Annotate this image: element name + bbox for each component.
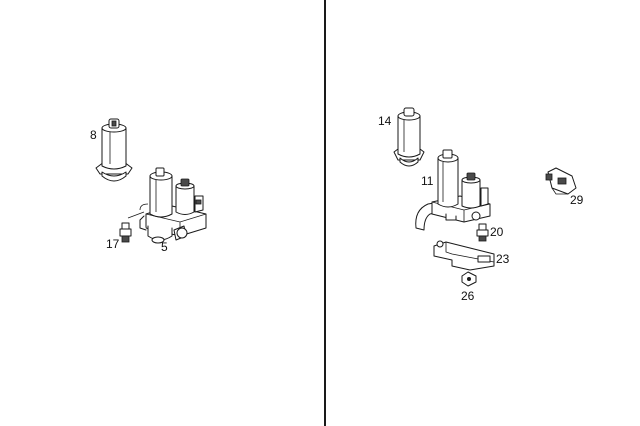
callout-17: 17 [106, 237, 120, 251]
callout-11: 11 [421, 174, 434, 188]
part-8-pump[interactable] [95, 118, 133, 182]
callout-8: 8 [90, 128, 97, 142]
part-20-sensor[interactable] [476, 223, 489, 242]
part-23-bracket[interactable] [433, 240, 495, 271]
part-29-connector[interactable] [545, 167, 577, 195]
callout-29: 29 [570, 193, 584, 207]
part-5-valve-block[interactable] [139, 167, 207, 244]
part-14-pump[interactable] [393, 107, 425, 167]
callout-5: 5 [161, 240, 168, 254]
part-26-nut[interactable] [461, 271, 477, 287]
callout-14: 14 [378, 114, 392, 128]
callout-23: 23 [496, 252, 510, 266]
part-17-sensor[interactable] [119, 211, 145, 243]
part-11-valve-block[interactable] [415, 149, 491, 231]
callout-20: 20 [490, 225, 504, 239]
callout-26: 26 [461, 289, 475, 303]
